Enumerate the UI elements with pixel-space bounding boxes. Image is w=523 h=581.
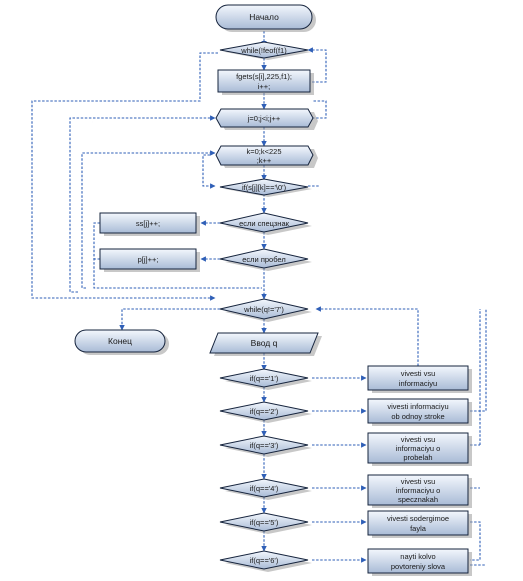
if-q1-decision: if(q=='1') [219, 368, 312, 390]
connector-ss-left [93, 222, 262, 289]
for-j-loop: j=0;j<i;j++ [215, 108, 318, 130]
if-q5-decision: if(q=='5') [219, 512, 312, 534]
if-q5-label: if(q=='5') [250, 518, 279, 527]
fgets-label-line1: fgets(s[i],225,f1); [236, 72, 292, 81]
connector-for-k-to-if-null-side [202, 154, 216, 189]
action-3-line2: informaciyu o [396, 444, 441, 453]
connector-for-j-loop [312, 100, 327, 119]
action-4-line1: vivesti vsu [401, 477, 436, 486]
while-feof-decision: while(!feof(f1) [219, 41, 311, 60]
if-q1-label: if(q=='1') [250, 374, 279, 383]
action-4-process: vivesti vsu informaciyu o specznakah [367, 474, 472, 508]
if-special-decision: если спецзнак [219, 212, 312, 235]
if-q6-decision: if(q=='6') [219, 550, 312, 572]
if-q3-label: if(q=='3') [250, 441, 279, 450]
p-increment-process: p[j]++; [99, 248, 200, 272]
connector-while-q-to-end [119, 308, 220, 331]
input-q-parallelogram: Ввод q [209, 332, 322, 356]
if-space-decision: если пробел [219, 248, 312, 271]
p-increment-label: p[j]++; [138, 255, 159, 264]
connector-act2-return [470, 309, 487, 412]
if-q4-decision: if(q=='4') [219, 478, 312, 500]
if-space-label: если пробел [242, 255, 285, 264]
connector-act5-return [470, 521, 481, 561]
start-terminator: Начало [215, 4, 316, 32]
start-label: Начало [249, 12, 279, 22]
if-q3-decision: if(q=='3') [219, 435, 312, 457]
action-4-line3: specznakah [398, 495, 438, 504]
while-q-label: while(q!='7') [243, 305, 284, 314]
action-5-process: vivesti sodergimoe fayla [367, 510, 472, 538]
connector-for-k-return-left [81, 150, 216, 289]
while-q-decision: while(q!='7') [219, 298, 312, 322]
action-6-process: nayti kolvo povtoreniy slova [367, 548, 472, 576]
action-1-line1: vivesti vsu [401, 369, 436, 378]
action-4-line2: informaciyu o [396, 486, 441, 495]
for-j-label: j=0;j<i;j++ [247, 114, 281, 123]
for-k-loop: k=0;k<225 ;k++ [215, 145, 318, 168]
end-label: Конец [108, 336, 132, 346]
action-3-process: vivesti vsu informaciyu o probelah [367, 432, 472, 466]
connectors [31, 31, 487, 566]
while-feof-label: while(!feof(f1) [240, 46, 287, 55]
action-2-line1: vivesti informaciyu [387, 402, 448, 411]
if-q4-label: if(q=='4') [250, 484, 279, 493]
ss-increment-process: ss[j]++; [99, 212, 200, 236]
action-6-line2: povtoreniy slova [391, 562, 446, 571]
ss-increment-label: ss[j]++; [136, 219, 160, 228]
for-k-label-line2: ;k++ [257, 156, 272, 165]
connector-for-j-exit-to-while [31, 52, 218, 301]
fgets-label-line2: i++; [258, 82, 271, 91]
connector-act1-return [315, 306, 419, 366]
if-null-decision: if(s[j][k]=='\0') [219, 178, 312, 197]
for-k-label-line1: k=0;k<225 [246, 147, 281, 156]
connector-for-j-return-left [69, 115, 216, 293]
if-q6-label: if(q=='6') [250, 556, 279, 565]
action-2-process: vivesti informaciyu ob odnoy stroke [367, 398, 472, 426]
if-q2-decision: if(q=='2') [219, 401, 312, 423]
if-null-label: if(s[j][k]=='\0') [242, 183, 287, 192]
connector-fgets-loop-back [307, 47, 327, 83]
action-5-line2: fayla [410, 524, 427, 533]
if-special-label: если спецзнак [239, 219, 290, 228]
input-q-label: Ввод q [251, 338, 278, 348]
action-5-line1: vivesti sodergimoe [387, 514, 449, 523]
action-2-line2: ob odnoy stroke [391, 412, 444, 421]
fgets-process: fgets(s[i],225,f1); i++; [217, 69, 314, 95]
action-3-line1: vivesti vsu [401, 435, 436, 444]
if-q2-label: if(q=='2') [250, 407, 279, 416]
action-3-line3: probelah [403, 453, 432, 462]
end-terminator: Конец [74, 329, 169, 355]
action-1-line2: informaciyu [399, 379, 437, 388]
action-1-process: vivesti vsu informaciyu [367, 365, 472, 393]
action-6-line1: nayti kolvo [400, 552, 435, 561]
